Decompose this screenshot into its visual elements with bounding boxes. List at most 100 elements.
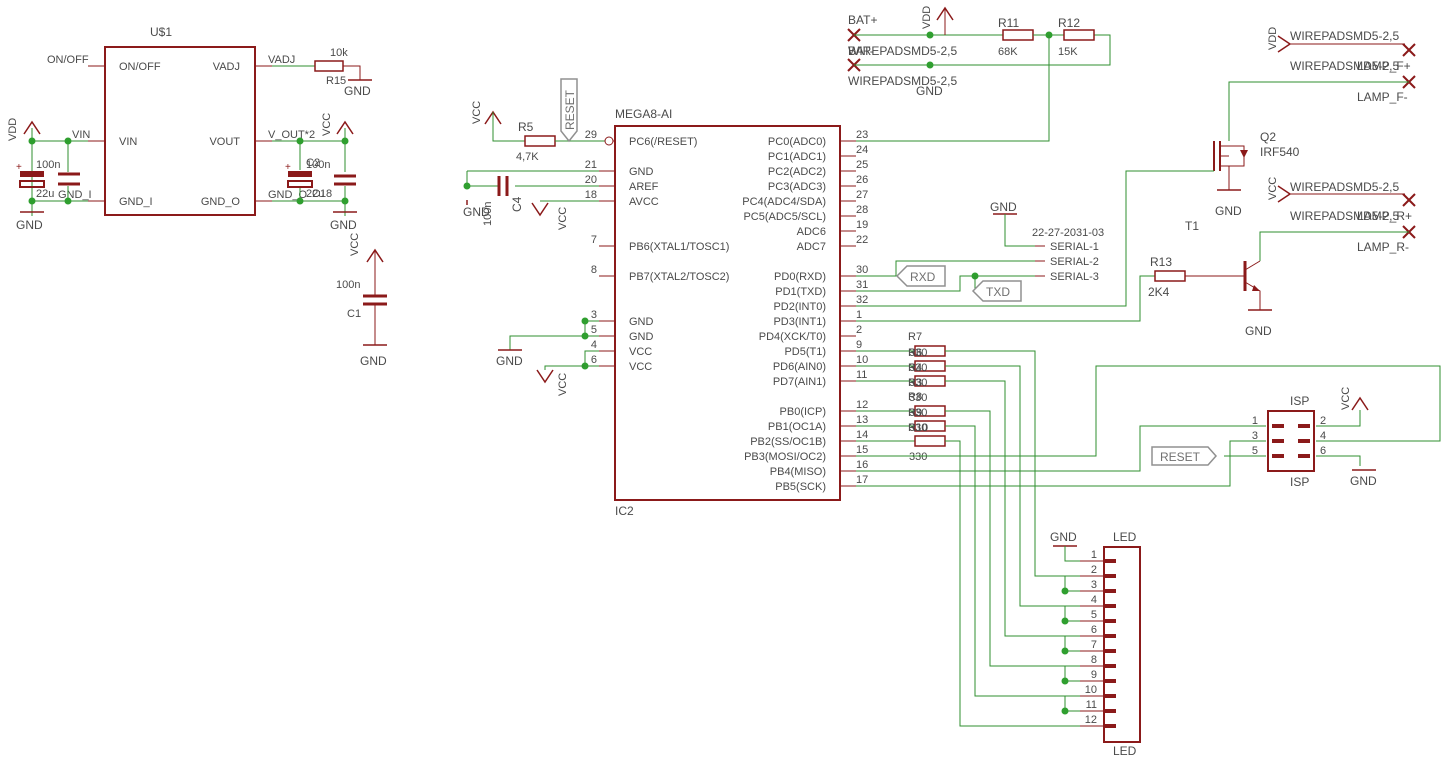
regulator-output-network: VCC + 100n 22u C2 C18 GND	[272, 113, 357, 232]
mcu-pin-number: 25	[856, 159, 868, 171]
serial-pin-2: SERIAL-2	[1050, 256, 1099, 268]
mcu-pin-number: 3	[591, 309, 597, 321]
isp-pin-number: 1	[1252, 415, 1258, 427]
array-resistor-value: 330	[909, 407, 927, 419]
svg-text:+: +	[285, 162, 291, 173]
mcu-power-network: GND VCC	[496, 317, 599, 396]
serial-part: 22-27-2031-03	[1032, 227, 1104, 239]
mcu-reset-network: VCC R5 4,7K RESET	[471, 78, 614, 163]
led-pin-contact	[1104, 664, 1116, 668]
mcu-pin-label: AVCC	[629, 196, 659, 208]
c1-value: 100n	[336, 279, 360, 291]
mcu-pin-number: 12	[856, 399, 868, 411]
isp-pin-contact	[1298, 424, 1310, 428]
u1-net-on-off: ON/OFF	[47, 54, 89, 66]
lamp-r-minus: LAMP_R-	[1357, 240, 1409, 254]
c-out-name-1: C2	[306, 157, 320, 169]
mcu-pin-number: 32	[856, 294, 868, 306]
capacitor-c1[interactable]: VCC 100n C1 GND	[336, 233, 387, 368]
mcu-pin-number: 13	[856, 414, 868, 426]
q2-name: Q2	[1260, 130, 1276, 144]
led-bus-wire	[945, 350, 1080, 577]
u1-net-vadj: VADJ	[268, 54, 295, 66]
bat-pad-2: WIREPADSMD5-2,5	[848, 74, 957, 88]
isp-pin-contact	[1298, 439, 1310, 443]
u1-pin-gnd-o: GND_O	[201, 196, 241, 208]
led-common-junction	[1061, 647, 1069, 655]
mcu-pin-number: 14	[856, 429, 868, 441]
isp-pin-contact	[1298, 454, 1310, 458]
c1-vcc: VCC	[349, 233, 361, 256]
r5-value: 4,7K	[516, 151, 539, 163]
isp-vcc: VCC	[1340, 387, 1352, 410]
aref-gnd: GND	[463, 205, 490, 219]
mcu-pin-label: PC6(/RESET)	[629, 136, 697, 148]
resistor-r15[interactable]: 10k R15 GND	[272, 47, 372, 98]
led-pin-number: 5	[1091, 609, 1097, 621]
mcu-pin-label: PC3(ADC3)	[768, 181, 826, 193]
led-bus-wire	[945, 440, 1080, 727]
array-resistor[interactable]	[914, 435, 946, 447]
r13-name: R13	[1150, 255, 1172, 269]
array-resistor-name: R7	[908, 331, 922, 343]
u1-pin-vadj: VADJ	[213, 61, 240, 73]
mcu-pin-label: PD3(INT1)	[773, 316, 826, 328]
array-resistor-name: R8	[908, 391, 922, 403]
led-pin-contact	[1104, 649, 1116, 653]
led-bus-wire	[945, 425, 1080, 697]
mcu-pin-number: 5	[591, 324, 597, 336]
led-pin-number: 6	[1091, 624, 1097, 636]
led-bus-wire	[945, 410, 1080, 667]
bat-pad-1: WIREPADSMD5-2,5	[848, 44, 957, 58]
led-pin-number: 9	[1091, 669, 1097, 681]
mcu-pin-label: GND	[629, 166, 654, 178]
mcu-pin-number: 18	[585, 189, 597, 201]
array-resistor-value: 330	[909, 422, 927, 434]
mcu-pin-label: PB1(OC1A)	[768, 421, 826, 433]
array-resistor-value: 330	[909, 347, 927, 359]
led-pin-number: 7	[1091, 639, 1097, 651]
power-gnd: GND	[496, 354, 523, 368]
led-pin-contact	[1104, 604, 1116, 608]
regulator-u1[interactable]: U$1 ON/OFF VIN GND_I VADJ VOUT GND_O ON/…	[47, 25, 315, 216]
c-out-value-2: 22u	[306, 188, 324, 200]
u1-net-gnd-o: GND_O	[268, 189, 308, 201]
mcu-pin-label: ADC6	[797, 226, 826, 238]
array-resistor-value: 330	[909, 392, 927, 404]
c-out-name-2: C18	[312, 188, 332, 200]
isp-gnd: GND	[1350, 474, 1377, 488]
avcc-vcc: VCC	[557, 207, 569, 230]
mcu-pin-label: ADC7	[797, 241, 826, 253]
array-resistor-value: 330	[909, 377, 927, 389]
mcu-pin-label: PD7(AIN1)	[773, 376, 826, 388]
serial-connector[interactable]: GND 22-27-2031-03 SERIAL-1 SERIAL-2 SERI…	[856, 200, 1104, 302]
array-resistor-name: R3	[908, 377, 922, 389]
mcu-pin-label: PC2(ADC2)	[768, 166, 826, 178]
mcu-pin-number: 2	[856, 324, 862, 336]
mcu-pin-number: 1	[856, 309, 862, 321]
mcu-ic2[interactable]: MEGA8-AI IC2 29PC6(/RESET)21GND20AREF18A…	[585, 107, 869, 518]
u1-net-vout: V_OUT*2	[268, 129, 315, 141]
c4-value: 100n	[482, 202, 494, 226]
reset-vcc: VCC	[471, 101, 483, 124]
isp-pin-contact	[1272, 424, 1284, 428]
c1-gnd: GND	[360, 354, 387, 368]
mcu-pin-number: 15	[856, 444, 868, 456]
mcu-pin-number: 19	[856, 219, 868, 231]
isp-pin-number: 4	[1320, 430, 1326, 442]
lamp-pad-2: WIREPADSMD5-2,5	[1290, 59, 1399, 73]
led-pin-contact	[1104, 634, 1116, 638]
led-pin-contact	[1104, 679, 1116, 683]
r11-name: R11	[998, 16, 1019, 30]
serial-pin-3: SERIAL-3	[1050, 271, 1099, 283]
mcu-pin-label: PB3(MOSI/OC2)	[744, 451, 826, 463]
power-vcc: VCC	[557, 373, 569, 396]
mcu-pin-label: PB4(MISO)	[770, 466, 826, 478]
mcu-aref-network: GND C4 100n VCC	[463, 170, 599, 230]
led-pin-number: 12	[1085, 714, 1097, 726]
